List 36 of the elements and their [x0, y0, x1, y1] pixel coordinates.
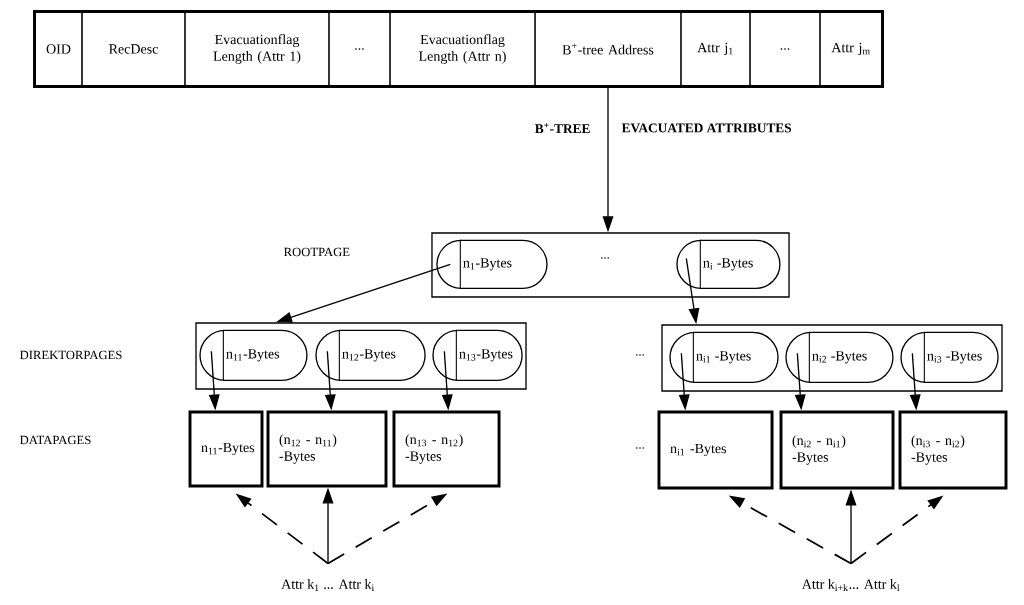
attribute-range: Attr k$_{1}$ ... Attr k$_{i}$	[281, 579, 374, 591]
page-frame	[661, 324, 1003, 392]
text-label: ...	[636, 447, 644, 449]
pointer-pill: n$_{12}$-Bytes	[315, 329, 426, 382]
record-cell: ...	[328, 11, 391, 87]
pointer-pill: n$_{i2}$ -Bytes	[785, 331, 894, 384]
data-page-box: (n$_{12}$ - n$_{11}$) -Bytes	[266, 410, 388, 488]
text-label: ROOTPAGE	[283, 247, 350, 257]
data-page-box: n$_{11}$-Bytes	[188, 410, 264, 488]
page-frame	[431, 232, 790, 298]
data-page-box: n$_{i1}$ -Bytes	[657, 410, 774, 490]
attribute-range: Attr k$_{i+k}$... Attr k$_{l}$	[801, 579, 900, 591]
text-label: B$^{+}$-TREE	[535, 122, 590, 134]
data-page-box: (n$_{i2}$ - n$_{i1}$) -Bytes	[779, 410, 895, 490]
text-label: DATAPAGES	[19, 435, 91, 445]
record-cell: Evacuationflag Length (Attr 1)	[184, 11, 330, 87]
pointer-pill: n$_{i1}$ -Bytes	[669, 331, 779, 384]
record-cell: B$^{+}$-tree Address	[534, 11, 682, 87]
text-label: EVACUATED ATTRIBUTES	[621, 123, 792, 133]
page-frame	[195, 322, 527, 390]
pointer-pill: n$_{11}$-Bytes	[199, 329, 308, 382]
node-label: OID	[46, 44, 71, 54]
record-cell: Evacuationflag Length (Attr n)	[389, 11, 536, 87]
pointer-pill: n$_{1}$-Bytes	[436, 239, 548, 290]
text-label: ...	[636, 354, 644, 356]
pointer-pill: n$_{i}$ -Bytes	[676, 239, 781, 290]
data-page-box: (n$_{i3}$ - n$_{i2}$) -Bytes	[898, 410, 1008, 490]
record-cell: Attr j$_{m}$	[819, 11, 883, 87]
text-label: ...	[601, 257, 609, 259]
data-page-box: (n$_{13}$ - n$_{12}$) -Bytes	[392, 410, 501, 488]
pointer-pill: n$_{i3}$ -Bytes	[900, 331, 999, 384]
record-cell: Attr j$_{1}$	[680, 11, 751, 87]
record-cell: RecDesc	[81, 11, 186, 87]
text-label: DIREKTORPAGES	[19, 350, 122, 360]
record-cell: ...	[749, 11, 821, 87]
pointer-pill: n$_{13}$-Bytes	[432, 329, 523, 382]
